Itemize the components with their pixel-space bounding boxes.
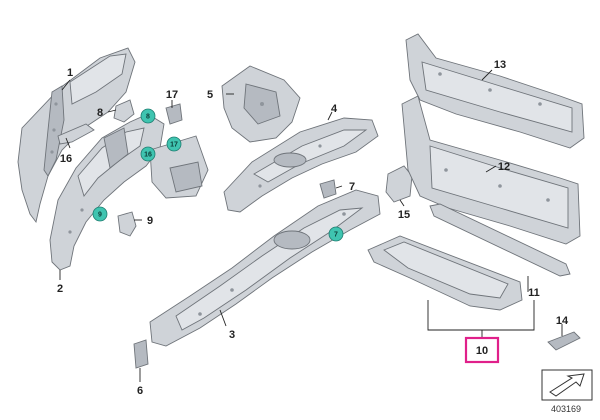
label-part-14[interactable]: 14 (556, 315, 569, 327)
diagram-reference-number: 403169 (551, 404, 581, 414)
callouts: 8 16 17 9 7 (92, 108, 344, 242)
direction-arrow-icon (541, 369, 593, 401)
label-part-1[interactable]: 1 (67, 67, 73, 79)
highlight-box (464, 336, 500, 364)
label-part-4[interactable]: 4 (331, 103, 338, 115)
part-10-floor-panel[interactable] (367, 235, 523, 311)
callout-16-num: 16 (144, 152, 152, 159)
label-part-6[interactable]: 6 (137, 385, 143, 397)
part-15-block[interactable] (385, 165, 413, 203)
part-17-plate[interactable] (165, 103, 183, 125)
label-part-12[interactable]: 12 (498, 161, 510, 173)
label-part-10[interactable]: 10 (476, 345, 488, 357)
label-part-17[interactable]: 17 (166, 89, 178, 101)
callout-17-num: 17 (170, 142, 178, 149)
part-labels: 1 2 3 4 5 6 7 8 9 11 12 13 14 15 16 17 (57, 59, 569, 397)
callout-7: 7 (328, 226, 344, 242)
label-part-2[interactable]: 2 (57, 283, 63, 295)
callout-17: 17 (166, 136, 182, 152)
part-4-cross-member[interactable] (223, 117, 379, 213)
callout-16: 16 (140, 146, 156, 162)
callout-9: 9 (92, 206, 108, 222)
part-wheelarch-support[interactable] (149, 135, 209, 199)
part-6-bracket[interactable] (133, 339, 149, 369)
part-2-wheel-arch[interactable] (49, 113, 165, 271)
label-part-3[interactable]: 3 (229, 329, 235, 341)
part-11-strip[interactable] (429, 203, 571, 277)
label-part-5[interactable]: 5 (207, 89, 213, 101)
callout-7-num: 7 (334, 232, 338, 239)
part-16-bracket[interactable] (57, 123, 95, 145)
callout-8-num: 8 (146, 114, 150, 121)
label-part-11[interactable]: 11 (528, 287, 540, 299)
label-part-8[interactable]: 8 (97, 107, 103, 119)
label-part-16[interactable]: 16 (60, 153, 72, 165)
leader-lines (59, 69, 563, 382)
part-9-bracket[interactable] (117, 211, 137, 237)
part-13-rear-panel-upper[interactable] (405, 33, 585, 149)
callout-9-num: 9 (98, 212, 102, 219)
label-part-9[interactable]: 9 (147, 215, 153, 227)
part-3-frame-rail[interactable] (149, 189, 381, 347)
highlighted-part-10[interactable]: 10 (464, 336, 500, 364)
label-part-7[interactable]: 7 (349, 181, 355, 193)
part-5-bracket-assembly[interactable] (221, 65, 301, 143)
part-14-clip[interactable] (547, 331, 581, 351)
part-8-bracket[interactable] (113, 99, 135, 123)
label-part-13[interactable]: 13 (494, 59, 506, 71)
part-7-bracket[interactable] (319, 179, 337, 199)
label-part-15[interactable]: 15 (398, 209, 410, 221)
callout-8: 8 (140, 108, 156, 124)
